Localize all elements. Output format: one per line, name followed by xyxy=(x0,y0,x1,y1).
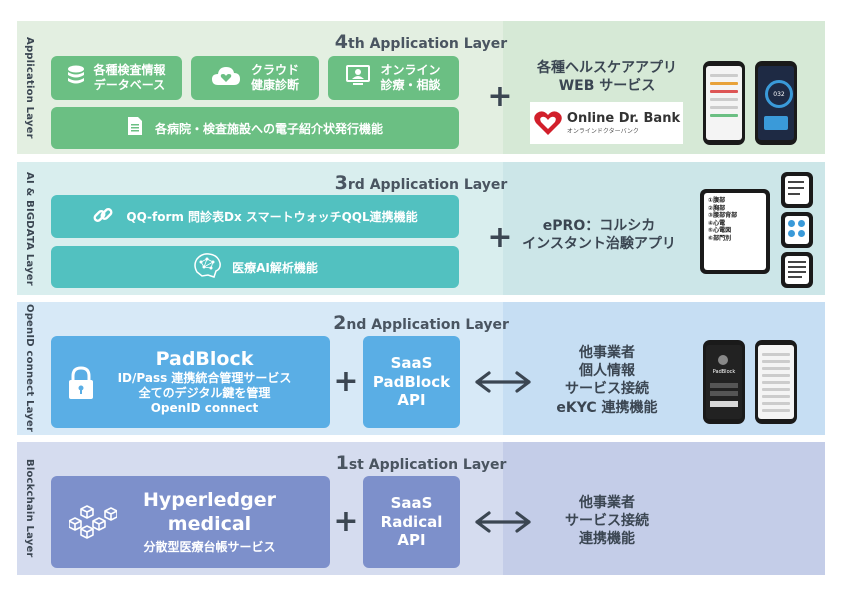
padlock-icon xyxy=(67,366,95,404)
plus-sign: + xyxy=(333,364,359,399)
layer-3-ai-bigdata: AI & BIGDATA Layer 3rd Application Layer… xyxy=(17,162,825,295)
layer-3-side-label: AI & BIGDATA Layer xyxy=(24,171,35,286)
small-watch-image-3 xyxy=(781,252,813,288)
plus-sign: + xyxy=(487,79,513,114)
layer-3-right-panel xyxy=(503,162,825,295)
online-dr-bank-logo: Online Dr. Bank オンラインドクターバンク xyxy=(530,102,683,144)
small-watch-image-1 xyxy=(781,172,813,208)
layer-3-title: 3rd Application Layer xyxy=(334,172,508,194)
medical-ai-box: 医療AI解析機能 xyxy=(51,246,459,288)
cloud-checkup-box: クラウド健康診断 xyxy=(191,56,319,100)
plus-sign: + xyxy=(487,220,513,255)
document-icon xyxy=(127,116,143,140)
padblock-list-phone-image xyxy=(755,340,797,424)
layer-4-title: 4th Application Layer xyxy=(334,31,508,53)
brain-network-icon xyxy=(192,252,222,282)
health-meter-phone-image: 032 xyxy=(755,61,797,145)
layer-1-side-label: Blockchain Layer xyxy=(24,459,35,558)
healthcare-phone-image xyxy=(703,61,745,145)
layer-1-right-panel xyxy=(503,442,825,575)
qq-form-box: QQ-form 問診表Dx スマートウォッチQQL連携機能 xyxy=(51,195,459,238)
layer-1-title: 1st Application Layer xyxy=(335,452,507,474)
blockchain-cubes-icon xyxy=(68,504,118,544)
layer-2-openid: OpenID connect Layer 2nd Application Lay… xyxy=(17,302,825,435)
bidirectional-arrow-icon xyxy=(475,371,531,393)
layer-2-title: 2nd Application Layer xyxy=(333,312,509,334)
layer-4-side-label: Application Layer xyxy=(24,36,35,139)
database-box: 各種検査情報データベース xyxy=(51,56,182,100)
other-business-chain-text: 他事業者サービス接続連携機能 xyxy=(565,495,649,548)
layer-2-side-label: OpenID connect Layer xyxy=(24,304,35,433)
monitor-person-icon xyxy=(346,65,371,91)
small-watch-image-2 xyxy=(781,212,813,248)
padblock-box: PadBlock ID/Pass 連携統合管理サービス 全てのデジタル鍵を管理 … xyxy=(51,336,330,428)
bidirectional-arrow-icon xyxy=(475,511,531,533)
layer-1-blockchain: Blockchain Layer 1st Application Layer H… xyxy=(17,442,825,575)
padblock-login-phone-image: PadBlock xyxy=(703,340,745,424)
plus-sign: + xyxy=(333,504,359,539)
heart-logo-icon xyxy=(534,111,562,135)
link-icon xyxy=(92,204,114,230)
online-consult-box: オンライン診療・相談 xyxy=(328,56,459,100)
database-icon xyxy=(67,65,85,91)
referral-letter-box: 各病院・検査施設への電子紹介状発行機能 xyxy=(51,107,459,149)
epro-text: ePRO：コルシカインスタント治験アプリ xyxy=(522,218,676,253)
hyperledger-medical-box: Hyperledger medical 分散型医療台帳サービス xyxy=(51,476,330,568)
layer-4-application: Application Layer 4th Application Layer … xyxy=(17,21,825,154)
cloud-heart-icon xyxy=(211,65,241,91)
